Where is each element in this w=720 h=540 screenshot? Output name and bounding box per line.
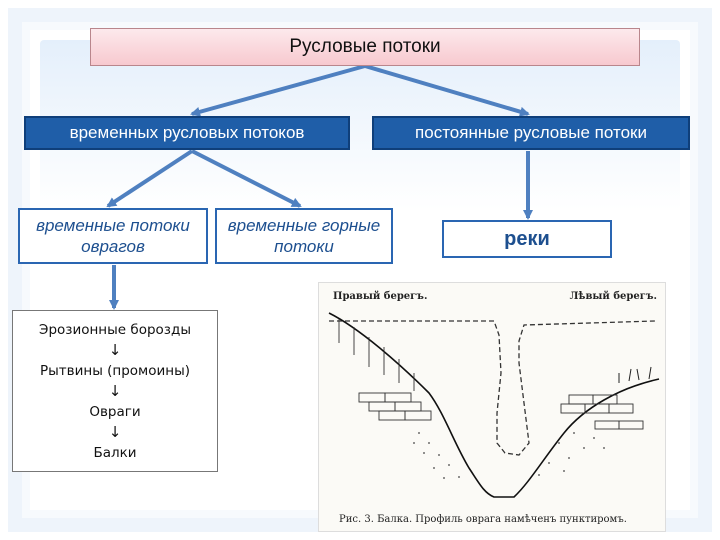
down-arrow-icon: ↓ [108,341,122,359]
node-rivers: реки [442,220,612,258]
node-mountain-label: временные горные потоки [227,216,381,256]
node-ravine-streams: временные потоки оврагов [18,208,208,264]
ravine-profile-figure: Правый берегъ. Лѣвый берегъ. [318,282,666,532]
node-permanent-streams: постоянные русловые потоки [372,116,690,150]
chain-item: Эрозионные борозды [39,322,191,338]
valley-profile [328,312,660,498]
node-ravine-label: временные потоки оврагов [36,216,190,256]
left-rock-layers [358,392,432,421]
right-slope-vegetation [618,366,652,383]
chain-item: Балки [93,445,137,461]
node-permanent-label: постоянные русловые потоки [415,123,647,142]
chain-item: Рытвины (промоины) [39,363,191,379]
root-node: Русловые потоки [90,28,640,66]
chain-item: Овраги [89,404,141,420]
figure-caption: Рис. 3. Балка. Профиль оврага намѣченъ п… [339,514,627,525]
down-arrow-icon: ↓ [108,382,122,400]
arrow-temporary-to-mountain [191,149,302,208]
right-bank-label: Правый берегъ. [333,291,428,302]
arrow-root-to-permanent [364,64,530,117]
erosion-chain-box: Эрозионные борозды ↓ Рытвины (промоины) … [12,310,218,472]
down-arrow-icon: ↓ [108,423,122,441]
node-temporary-streams: временных русловых потоков [24,116,350,150]
left-slope-hatching [338,319,415,391]
ravine-profile-drawing [328,312,660,498]
ravine-profile-dashed [329,320,656,456]
right-rock-layers [560,394,644,430]
root-label: Русловые потоки [289,36,441,57]
soil-stipple [413,432,605,479]
arrow-root-to-temporary [190,64,366,117]
left-bank-label: Лѣвый берегъ. [569,291,657,302]
arrow-temporary-to-ravines [106,149,194,208]
node-mountain-streams: временные горные потоки [215,208,393,264]
node-rivers-label: реки [504,227,550,250]
node-temporary-label: временных русловых потоков [69,123,305,142]
